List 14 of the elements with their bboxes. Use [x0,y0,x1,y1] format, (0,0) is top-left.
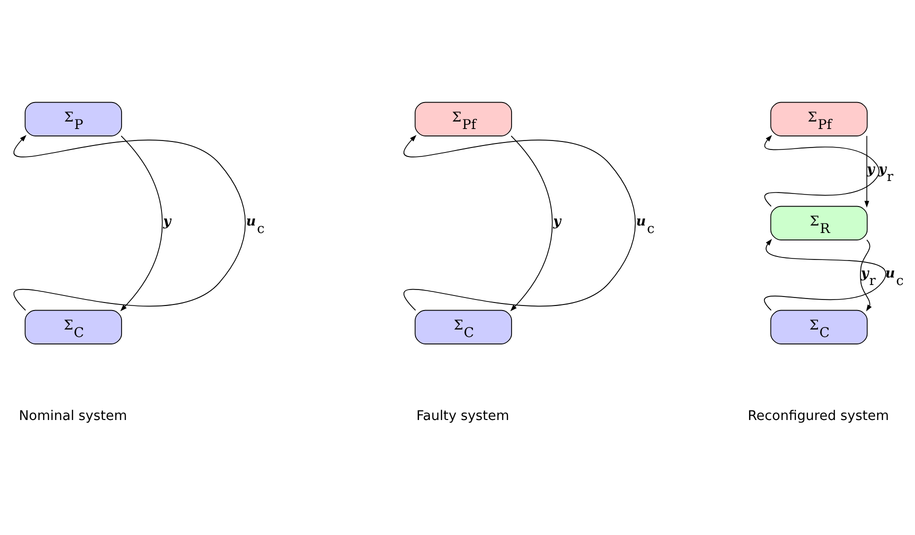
edge-label: y [163,212,171,229]
label: Nominal system [18,408,128,424]
arrow [764,238,886,310]
arrow [860,238,872,311]
arrow [864,134,870,208]
arrow [404,134,636,310]
edge-label: y [553,212,561,229]
label: Faulty system [416,408,510,424]
label: Reconfigured system [748,408,889,424]
arrow [764,134,880,206]
edge-label: y [866,160,875,177]
arrow [120,134,163,311]
arrow [510,134,553,311]
arrow [14,134,246,310]
